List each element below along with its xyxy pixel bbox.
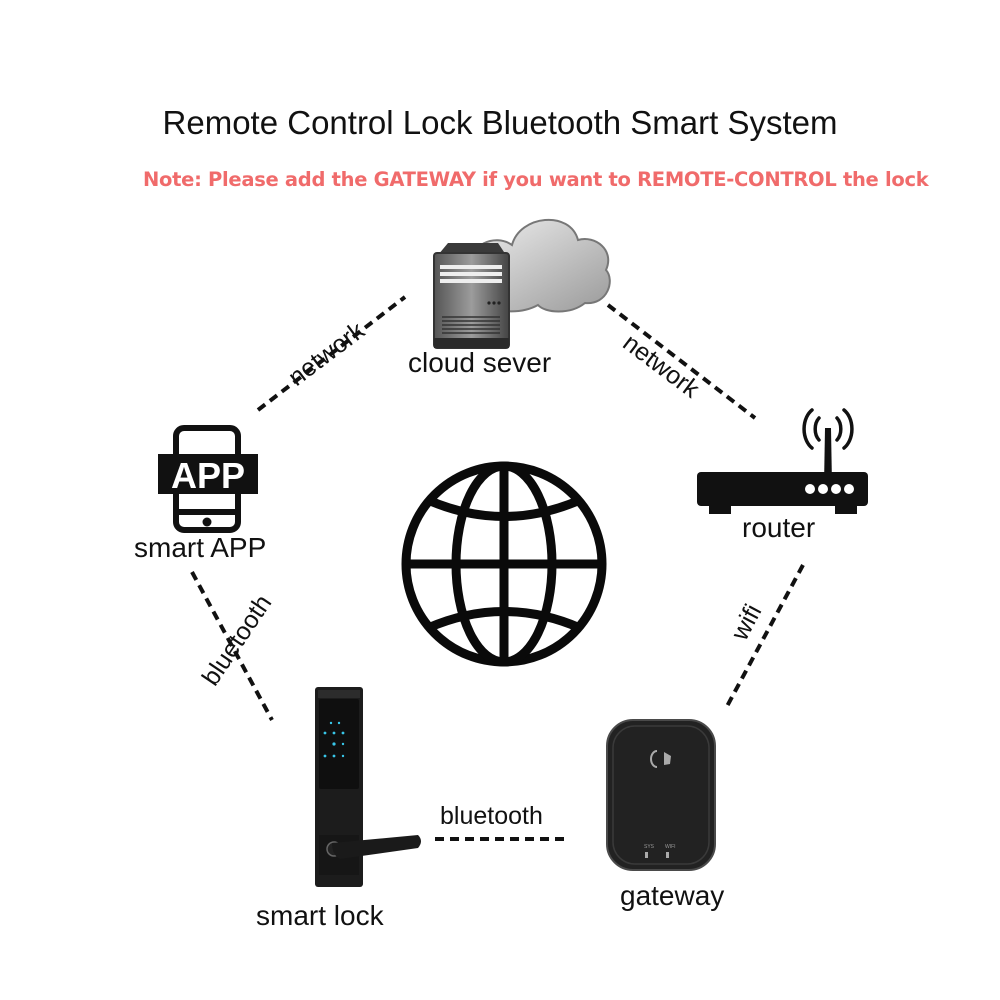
cloud-server-node bbox=[420, 205, 615, 355]
smart-lock-node bbox=[300, 685, 430, 890]
gateway-led-label-sys: SYS bbox=[644, 844, 655, 850]
link-app-lock-line bbox=[190, 571, 274, 721]
cloud-server-icon bbox=[433, 218, 611, 349]
gateway-node: SYS WIFI bbox=[605, 718, 717, 873]
globe-node bbox=[398, 458, 610, 670]
router-node bbox=[695, 400, 870, 518]
gateway-device-icon: SYS WIFI bbox=[606, 719, 716, 871]
globe-icon bbox=[401, 461, 607, 667]
smart-lock-icon bbox=[315, 687, 421, 887]
smart-app-label: smart APP bbox=[134, 532, 267, 563]
smartphone-app-icon: APP bbox=[158, 425, 258, 533]
gateway-led-wifi bbox=[666, 852, 669, 858]
link-router-gateway-line bbox=[723, 564, 805, 711]
router-icon bbox=[697, 408, 868, 514]
gateway-led-label-wifi: WIFI bbox=[665, 844, 676, 850]
link-cloud-router-line bbox=[606, 303, 757, 420]
gateway-note: Note: Please add the GATEWAY if you want… bbox=[143, 168, 929, 191]
diagram-title: Remote Control Lock Bluetooth Smart Syst… bbox=[162, 104, 838, 141]
link-label-gateway-lock: bluetooth bbox=[440, 802, 543, 830]
cloud-server-label: cloud sever bbox=[408, 347, 552, 378]
smart-app-node: APP bbox=[158, 424, 258, 534]
link-app-cloud-line bbox=[256, 295, 407, 412]
app-badge-text: APP bbox=[171, 455, 245, 496]
smart-lock-label: smart lock bbox=[256, 900, 384, 931]
gateway-label: gateway bbox=[620, 880, 725, 911]
gateway-led-sys bbox=[645, 852, 648, 858]
router-label: router bbox=[742, 512, 816, 543]
